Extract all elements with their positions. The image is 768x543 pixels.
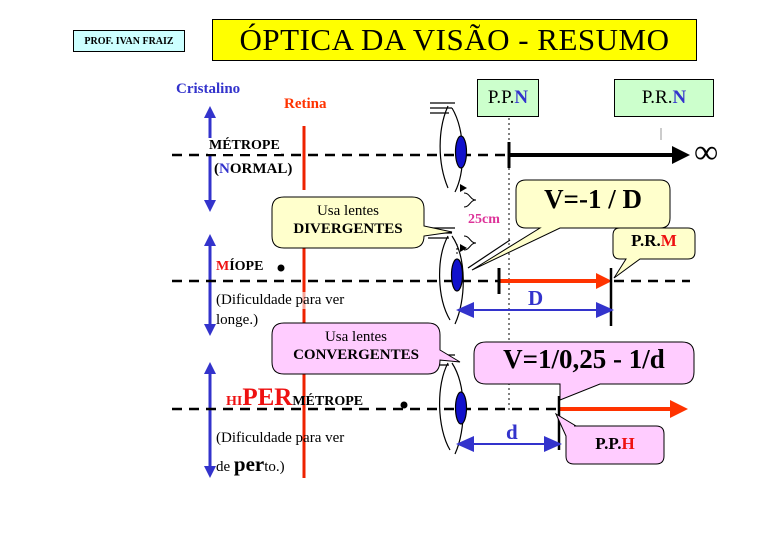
prm-label: P.R.M — [631, 231, 677, 250]
hiper-desc-1: (Dificuldade para ver — [216, 430, 345, 446]
normal-label: (NORMAL) — [213, 161, 294, 178]
hiper-dot — [400, 401, 408, 409]
bubble-convergentes-text: Usa lentes CONVERGENTES — [293, 329, 419, 363]
hiper-desc-2: de perto.) — [216, 452, 285, 476]
miope-label: MÍOPE — [216, 259, 264, 274]
miope-dot — [277, 264, 285, 272]
hiper-distance-label: d — [506, 420, 518, 444]
bubble-formula-miope — [471, 179, 671, 271]
hipermetrope-label: HIPERMÉTROPE — [226, 384, 364, 411]
bubble-divergentes — [271, 196, 453, 249]
cristalino-arrow-3 — [204, 362, 216, 478]
miope-distance-label: D — [528, 286, 544, 310]
formula-hiper: V=1/0,25 - 1/d — [503, 344, 665, 374]
bubble-formula-hiper — [473, 341, 695, 401]
bubble-prm — [612, 227, 696, 279]
author-label: PROF. IVAN FRAIZ — [73, 30, 185, 52]
bubble-convergentes — [271, 322, 461, 375]
miope-desc-1: (Dificuldade para ver — [216, 292, 345, 309]
infinity-symbol: ∞ — [694, 134, 719, 171]
eye-1 — [430, 102, 468, 193]
prn-box: P.R.N — [614, 79, 714, 117]
brace-25cm-top — [463, 192, 477, 208]
page-title: ÓPTICA DA VISÃO - RESUMO — [212, 19, 697, 61]
cristalino-arrow-1 — [204, 106, 216, 212]
distance-25cm: 25cm — [468, 212, 500, 227]
pph-label: P.P.H — [595, 434, 635, 453]
formula-miope: V=-1 / D — [544, 184, 642, 214]
ppn-box: P.P.N — [477, 79, 539, 117]
bubble-divergentes-text: Usa lentes DIVERGENTES — [293, 203, 403, 237]
emetrope-label: EMÉTROPE — [208, 138, 281, 154]
bubble-pph — [554, 412, 665, 465]
retina-label: Retina — [284, 96, 327, 112]
cristalino-label: Cristalino — [176, 81, 241, 97]
brace-25cm-bottom — [463, 235, 477, 251]
miope-desc-2: longe.) — [216, 312, 259, 328]
cristalino-arrow-2 — [204, 234, 216, 336]
eye-2 — [428, 227, 464, 325]
